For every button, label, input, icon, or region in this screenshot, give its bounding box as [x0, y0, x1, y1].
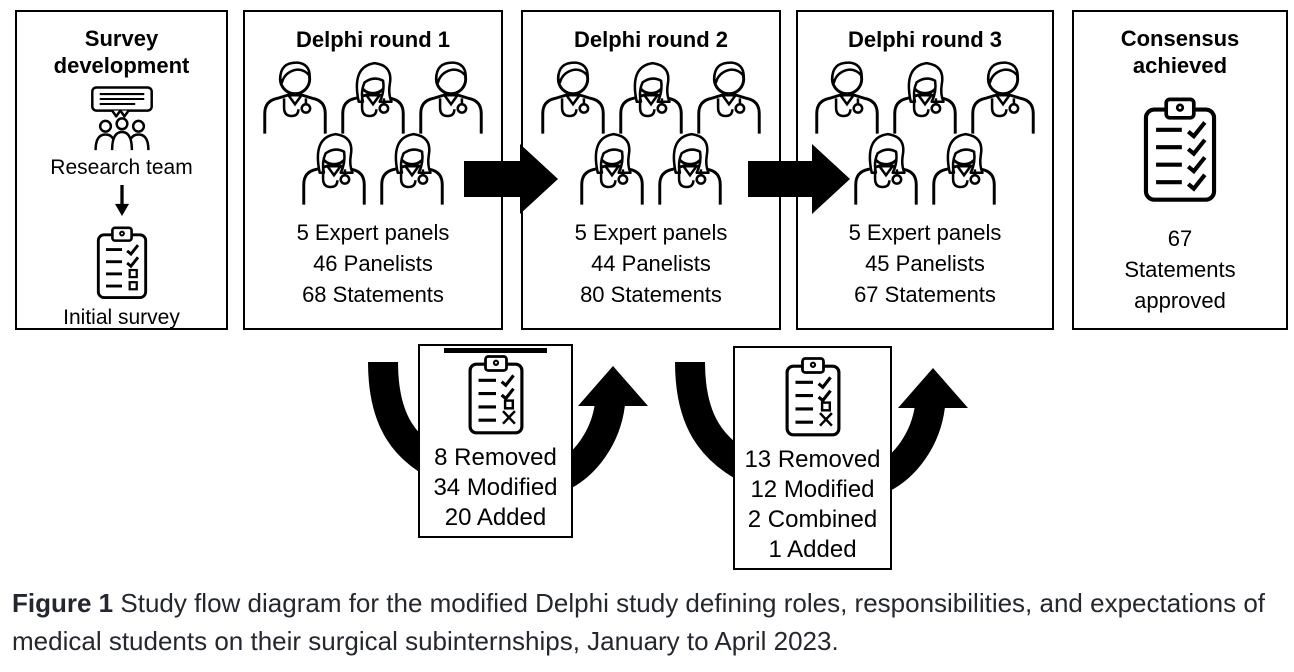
curved-up-arrowhead-icon: [578, 366, 648, 406]
consensus-box-title: Consensus achieved: [1074, 25, 1286, 79]
doctor-panelist-icon: [883, 56, 967, 134]
doctor-panelist-icon: [648, 127, 732, 205]
approved-checklist-clipboard-icon: [1134, 95, 1226, 205]
doctor-panelist-icon: [370, 127, 454, 205]
survey-development-box: Survey development Research team Initial…: [15, 10, 228, 330]
consensus-result-word2: approved: [1134, 288, 1226, 313]
round-2-stat-panels: 5 Expert panels: [574, 220, 728, 245]
revision-1-removed: 8 Removed: [434, 444, 557, 471]
survey-box-title: Survey development: [17, 25, 226, 79]
round-1-stat-statements: 68 Statements: [302, 282, 444, 307]
round-3-stats: 5 Expert panels 45 Panelists 67 Statemen…: [798, 217, 1052, 310]
delphi-round-3-box: Delphi round 3 5 Expert panels 45 Paneli…: [796, 10, 1054, 330]
panelist-group: [798, 56, 1052, 205]
edited-checklist-clipboard-icon: [461, 353, 531, 437]
research-team-label: Research team: [50, 156, 193, 179]
doctor-panelist-icon: [609, 56, 693, 134]
round-2-stats: 5 Expert panels 44 Panelists 80 Statemen…: [523, 217, 779, 310]
round-2-stat-statements: 80 Statements: [580, 282, 722, 307]
round-2-stat-panelists: 44 Panelists: [591, 251, 711, 276]
round-2-title: Delphi round 2: [574, 27, 728, 52]
doctor-panelist-icon: [409, 56, 493, 134]
consensus-achieved-box: Consensus achieved 67 Statements approve…: [1072, 10, 1288, 330]
survey-box-title-line2: development: [53, 53, 190, 78]
survey-box-title-line1: Survey: [84, 26, 159, 51]
doctor-panelist-icon: [805, 56, 889, 134]
doctor-panelist-icon: [531, 56, 615, 134]
doctor-panelist-icon: [570, 127, 654, 205]
panelist-group: [523, 56, 779, 205]
curved-up-arrowhead-icon: [898, 368, 968, 408]
doctor-panelist-icon: [844, 127, 928, 205]
round-1-title: Delphi round 1: [296, 27, 450, 52]
consensus-result: 67 Statements approved: [1074, 223, 1286, 316]
figure-caption: Figure 1 Study flow diagram for the modi…: [12, 584, 1292, 660]
revision-1-modified: 34 Modified: [433, 474, 558, 501]
round-1-stat-panelists: 46 Panelists: [313, 251, 433, 276]
revision-1-added: 20 Added: [444, 504, 547, 531]
round-3-title: Delphi round 3: [848, 27, 1002, 52]
arrow-band-edge: [444, 348, 547, 353]
revision-2-removed: 13 Removed: [744, 446, 881, 473]
round-3-stat-panelists: 45 Panelists: [865, 251, 985, 276]
round-1-stats: 5 Expert panels 46 Panelists 68 Statemen…: [245, 217, 501, 310]
delphi-round-1-box: Delphi round 1 5 Expert panels 46 Paneli…: [243, 10, 503, 330]
doctor-panelist-icon: [961, 56, 1045, 134]
doctor-panelist-icon: [922, 127, 1006, 205]
round1-to-round2-revision-box: 8 Removed 34 Modified 20 Added: [418, 344, 573, 538]
delphi-round-2-box: Delphi round 2 5 Expert panels 44 Paneli…: [521, 10, 781, 330]
revision-2-added: 1 Added: [768, 536, 857, 563]
doctor-panelist-icon: [253, 56, 337, 134]
doctor-panelist-icon: [292, 127, 376, 205]
revision-2-modified: 12 Modified: [750, 476, 875, 503]
research-team-icon: [66, 85, 178, 151]
round2-to-round3-revision-box: 13 Removed 12 Modified 2 Combined 1 Adde…: [733, 346, 892, 570]
figure-caption-text: Study flow diagram for the modified Delp…: [12, 588, 1265, 656]
doctor-panelist-icon: [687, 56, 771, 134]
round-3-stat-panels: 5 Expert panels: [848, 220, 1002, 245]
panelist-group: [245, 56, 501, 205]
round-3-stat-statements: 67 Statements: [854, 282, 996, 307]
doctor-panelist-icon: [331, 56, 415, 134]
consensus-title-line1: Consensus: [1120, 26, 1240, 51]
edited-checklist-clipboard-icon: [778, 355, 848, 439]
down-arrow-icon: [112, 185, 132, 217]
figure-caption-label: Figure 1: [12, 588, 114, 618]
consensus-result-word1: Statements: [1124, 257, 1236, 282]
consensus-title-line2: achieved: [1132, 53, 1228, 78]
revision-2-combined: 2 Combined: [747, 506, 878, 533]
initial-survey-label: Initial survey: [63, 306, 180, 329]
round-1-stat-panels: 5 Expert panels: [296, 220, 450, 245]
revision-2-changes: 13 Removed 12 Modified 2 Combined 1 Adde…: [735, 445, 890, 565]
revision-1-changes: 8 Removed 34 Modified 20 Added: [420, 443, 571, 533]
checklist-clipboard-icon: [90, 225, 154, 301]
consensus-result-count: 67: [1167, 226, 1193, 251]
